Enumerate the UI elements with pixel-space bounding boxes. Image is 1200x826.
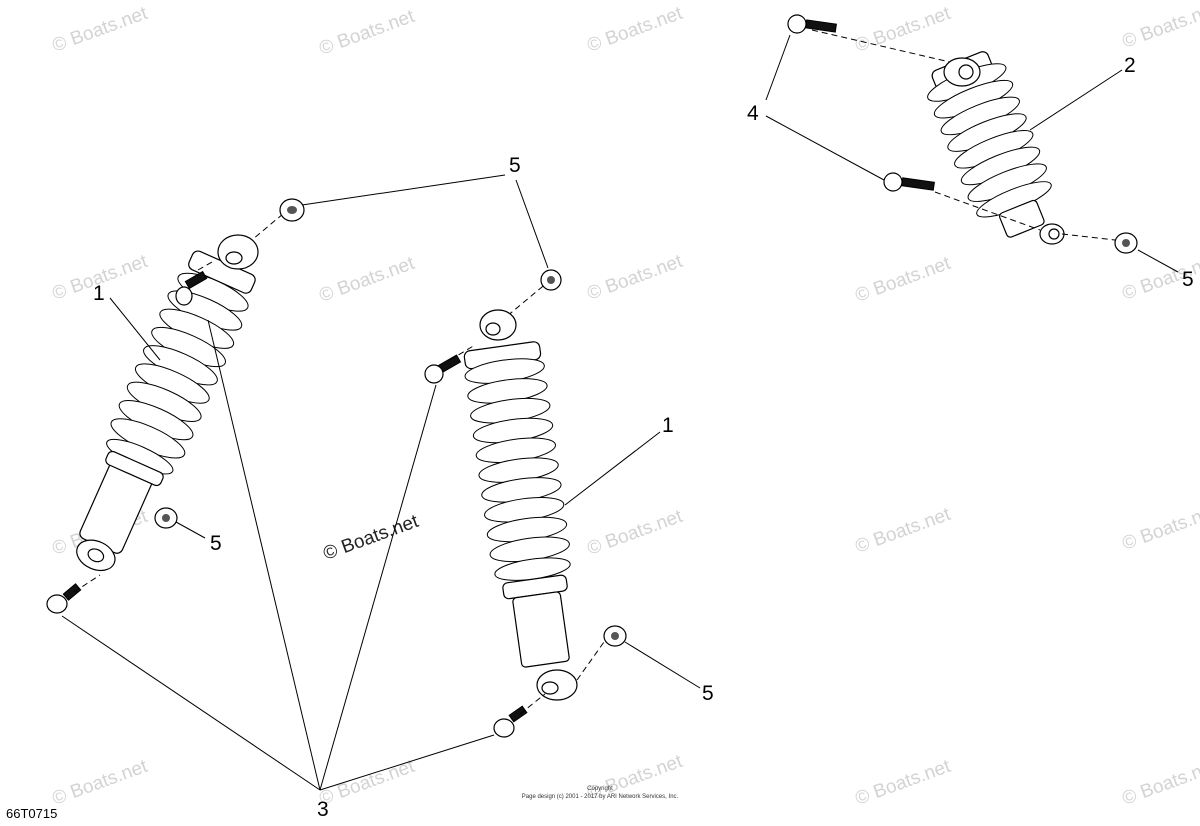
watermark: © Boats.net (317, 253, 418, 307)
watermark: © Boats.net (585, 3, 686, 57)
callout-3: 3 (317, 798, 329, 821)
coil-spring (106, 272, 249, 475)
callout-5-top: 5 (509, 154, 521, 177)
watermark: © Boats.net (853, 253, 954, 307)
nut-icon (154, 507, 178, 529)
nut-icon (603, 625, 627, 647)
bolt-icon (493, 705, 528, 738)
watermark: © Boats.net (1120, 0, 1200, 53)
copyright-line-2: Page design (c) 2001 - 2017 by ARI Netwo… (521, 794, 679, 800)
bolt-icon (175, 270, 208, 306)
watermark: © Boats.net (50, 3, 151, 57)
watermark-layer: © Boats.net © Boats.net © Boats.net © Bo… (50, 0, 1200, 810)
leader-lines (61, 34, 1179, 791)
assembly-axes (73, 29, 1116, 715)
callout-5-right: 5 (702, 682, 714, 705)
watermark: © Boats.net (1120, 756, 1200, 810)
reference-code: 66T0715 (6, 806, 58, 821)
watermark: © Boats.net (317, 6, 418, 60)
callout-1-right: 1 (662, 414, 674, 437)
coil-spring (464, 358, 571, 581)
bolt-icon (424, 354, 462, 384)
watermark: © Boats.net (853, 3, 954, 57)
screw-group-rear (787, 14, 935, 192)
rear-shock (927, 51, 1065, 245)
nut-icon (279, 198, 305, 222)
front-shock-right (424, 281, 578, 701)
watermark-center: © Boats.net (321, 511, 422, 565)
watermark: © Boats.net (1120, 501, 1200, 555)
watermark: © Boats.net (585, 251, 686, 305)
watermark: © Boats.net (50, 756, 151, 810)
bolt-icon (787, 14, 837, 34)
watermark: © Boats.net (853, 504, 954, 558)
copyright-line-1: Copyright (587, 786, 613, 792)
copyright-notice: Copyright Page design (c) 2001 - 2017 by… (500, 785, 700, 801)
watermark: © Boats.net (853, 756, 954, 810)
callout-2: 2 (1124, 54, 1136, 77)
nut-icon-group (154, 198, 1138, 647)
bolt-icon (46, 583, 82, 614)
callout-5-rear: 5 (1182, 268, 1194, 291)
coil-spring (927, 63, 1052, 218)
callout-labels: 5 1 1 5 5 3 4 2 5 (93, 54, 1194, 821)
bolt-icon (883, 172, 935, 192)
nut-icon (540, 269, 562, 291)
callout-4: 4 (747, 102, 759, 125)
callout-1-left: 1 (93, 282, 105, 305)
callout-5-left: 5 (210, 532, 222, 555)
screw-group-front (46, 583, 528, 738)
watermark: © Boats.net (585, 506, 686, 560)
front-shock-left (76, 207, 291, 572)
nut-icon (1114, 232, 1138, 254)
